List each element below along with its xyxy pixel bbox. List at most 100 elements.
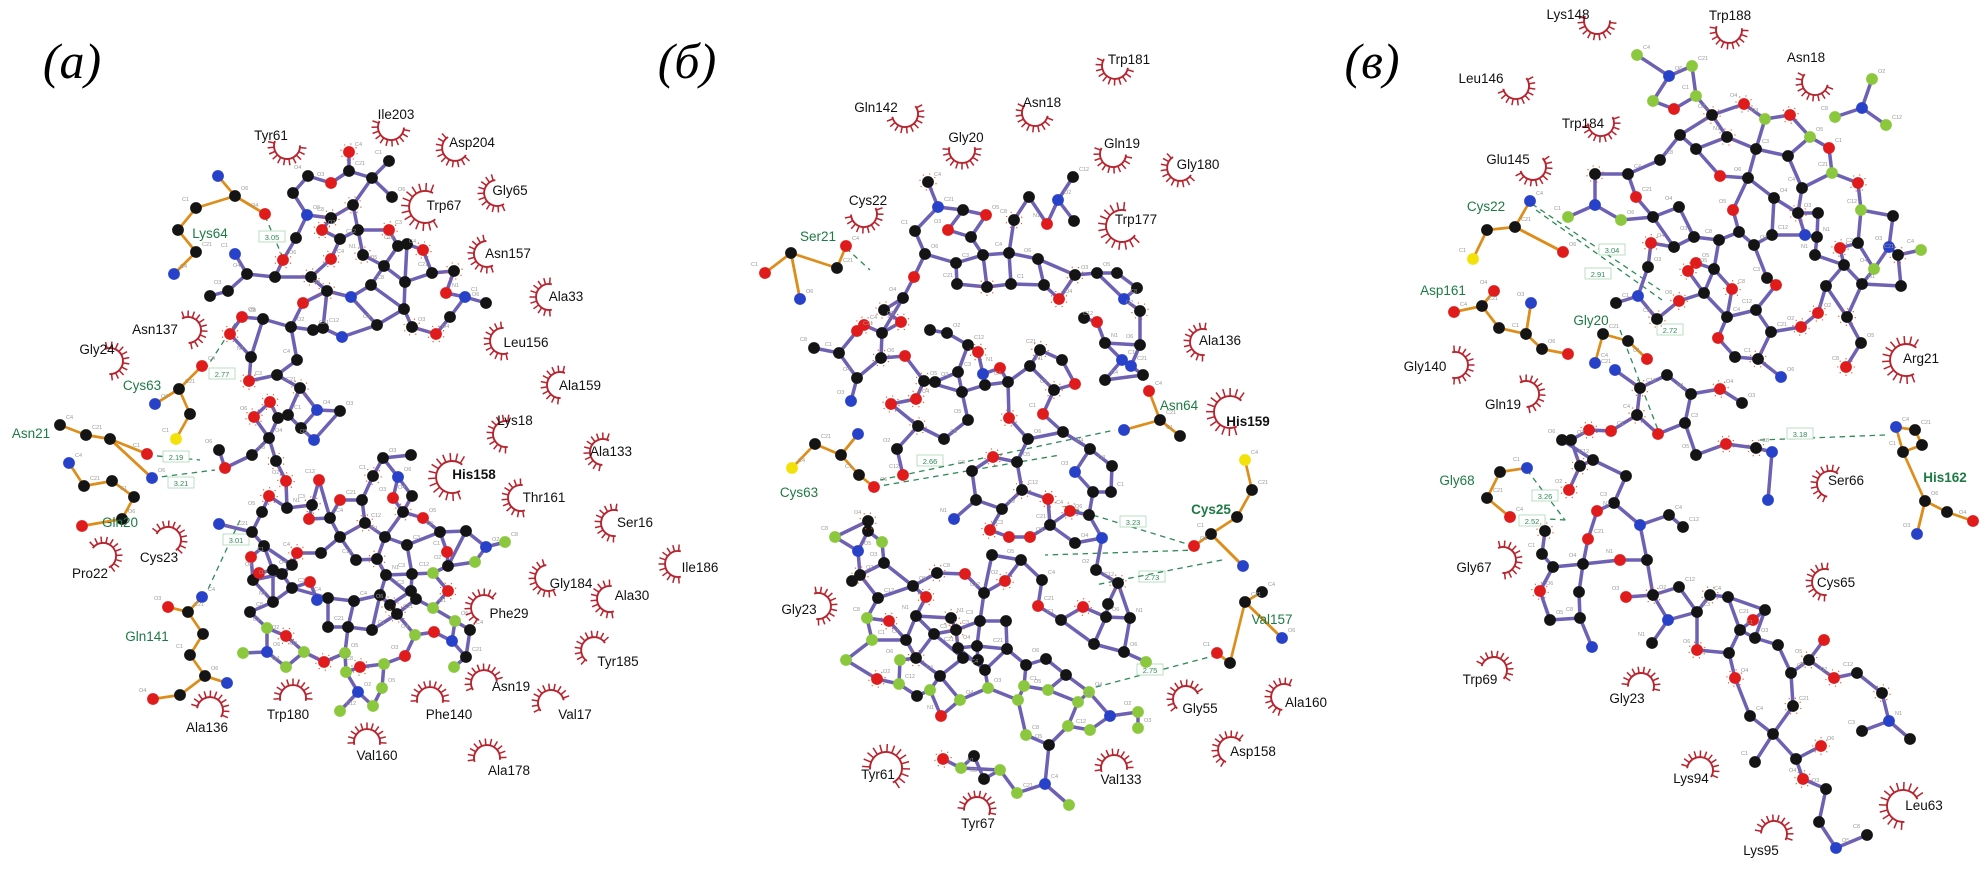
svg-text:C8: C8 — [958, 460, 965, 466]
svg-text:O6: O6 — [886, 649, 893, 655]
svg-text:O6: O6 — [205, 439, 212, 445]
svg-text:C21: C21 — [1799, 696, 1809, 702]
svg-text:C1: C1 — [1030, 676, 1037, 682]
svg-text:O6: O6 — [1931, 491, 1938, 497]
svg-text:O4: O4 — [272, 656, 279, 662]
svg-text:O5: O5 — [388, 678, 395, 684]
svg-text:Val160: Val160 — [356, 748, 397, 763]
svg-text:O6: O6 — [211, 666, 218, 672]
svg-text:C1: C1 — [1128, 350, 1135, 356]
svg-text:Gly184: Gly184 — [550, 576, 593, 591]
svg-text:O6: O6 — [1112, 607, 1119, 613]
svg-text:C4: C4 — [1788, 177, 1795, 183]
svg-text:Cys25: Cys25 — [1191, 502, 1231, 517]
svg-text:Gly23: Gly23 — [1609, 691, 1644, 706]
svg-text:C12: C12 — [905, 674, 915, 680]
svg-text:C3: C3 — [964, 362, 971, 368]
svg-text:O2: O2 — [1082, 559, 1089, 565]
svg-text:C4: C4 — [75, 453, 82, 459]
svg-text:Tyr61: Tyr61 — [861, 767, 895, 782]
svg-text:C4: C4 — [1251, 450, 1258, 456]
svg-text:O4: O4 — [1065, 289, 1072, 295]
svg-text:O2: O2 — [492, 537, 499, 543]
svg-text:Tyr185: Tyr185 — [597, 654, 638, 669]
svg-text:N1: N1 — [371, 526, 378, 532]
svg-text:O3: O3 — [1680, 226, 1687, 232]
svg-text:O2: O2 — [272, 470, 279, 476]
svg-text:C4: C4 — [360, 591, 367, 597]
svg-text:O6: O6 — [1665, 290, 1672, 296]
svg-text:O6: O6 — [1548, 429, 1555, 435]
svg-text:O3: O3 — [1903, 523, 1910, 529]
svg-text:Gly55: Gly55 — [1182, 701, 1217, 716]
svg-text:O2: O2 — [1760, 235, 1767, 241]
svg-text:O6: O6 — [931, 244, 938, 250]
svg-text:C12: C12 — [884, 588, 894, 594]
svg-text:C8: C8 — [1853, 824, 1860, 830]
svg-text:C4: C4 — [995, 242, 1002, 248]
svg-text:Gln141: Gln141 — [125, 629, 169, 644]
svg-text:C12: C12 — [1689, 517, 1699, 523]
svg-text:C1: C1 — [182, 197, 189, 203]
svg-text:Gly180: Gly180 — [1177, 157, 1220, 172]
svg-text:O3: O3 — [1748, 393, 1755, 399]
svg-text:C4: C4 — [1111, 370, 1118, 376]
svg-text:C1: C1 — [1528, 543, 1535, 549]
svg-text:C1: C1 — [1622, 293, 1629, 299]
svg-text:C21: C21 — [286, 377, 296, 383]
svg-text:N1: N1 — [1111, 333, 1118, 339]
svg-text:C12: C12 — [371, 513, 381, 519]
svg-text:C3: C3 — [363, 314, 370, 320]
svg-text:O6: O6 — [404, 467, 411, 473]
svg-text:O4: O4 — [139, 688, 146, 694]
svg-text:O6: O6 — [1075, 504, 1082, 510]
svg-text:N1: N1 — [940, 508, 947, 514]
svg-text:C12: C12 — [384, 235, 394, 241]
svg-text:Gly68: Gly68 — [1439, 473, 1474, 488]
svg-text:O2: O2 — [434, 555, 441, 561]
svg-text:O6: O6 — [1130, 642, 1137, 648]
svg-text:C1: C1 — [1166, 425, 1173, 431]
svg-text:Tyr61: Tyr61 — [254, 128, 288, 143]
svg-text:Gln19: Gln19 — [1104, 136, 1140, 151]
svg-text:C12: C12 — [889, 464, 899, 470]
svg-text:C12: C12 — [970, 582, 980, 588]
svg-text:C4: C4 — [1634, 164, 1641, 170]
svg-text:2.77: 2.77 — [215, 370, 230, 379]
svg-text:C3: C3 — [1643, 308, 1650, 314]
svg-text:O2: O2 — [313, 280, 320, 286]
svg-text:Lys18: Lys18 — [497, 413, 533, 428]
svg-text:C21: C21 — [403, 604, 413, 610]
svg-text:C21: C21 — [1137, 356, 1147, 362]
svg-text:C3: C3 — [940, 624, 947, 630]
svg-text:C4: C4 — [66, 415, 73, 421]
svg-text:O6: O6 — [1200, 536, 1207, 542]
svg-text:N1: N1 — [1033, 213, 1040, 219]
svg-text:O4: O4 — [401, 624, 408, 630]
svg-text:C1: C1 — [294, 405, 301, 411]
svg-text:O5: O5 — [248, 501, 255, 507]
svg-text:O6: O6 — [887, 348, 894, 354]
svg-text:C21: C21 — [1026, 339, 1036, 345]
svg-text:Cys23: Cys23 — [140, 550, 178, 565]
svg-text:C4: C4 — [1643, 45, 1650, 51]
svg-text:O5: O5 — [1007, 549, 1014, 555]
svg-text:C8: C8 — [256, 602, 263, 608]
svg-text:3.26: 3.26 — [1538, 492, 1553, 501]
svg-text:O3: O3 — [154, 596, 161, 602]
svg-text:O6: O6 — [1827, 736, 1834, 742]
svg-text:Val157: Val157 — [1251, 612, 1292, 627]
svg-text:O2: O2 — [991, 570, 998, 576]
svg-text:Tyr67: Tyr67 — [961, 816, 995, 831]
svg-text:3.23: 3.23 — [1126, 518, 1141, 527]
svg-text:C1: C1 — [1554, 206, 1561, 212]
svg-text:O4: O4 — [1081, 533, 1088, 539]
svg-text:Cys22: Cys22 — [1467, 199, 1505, 214]
svg-text:(б): (б) — [658, 33, 716, 89]
svg-text:C21: C21 — [1818, 162, 1828, 168]
svg-text:Trp184: Trp184 — [1562, 116, 1605, 131]
svg-text:Gln142: Gln142 — [854, 100, 898, 115]
svg-text:C1: C1 — [176, 644, 183, 650]
svg-text:O2: O2 — [866, 565, 873, 571]
svg-text:C1: C1 — [892, 629, 899, 635]
